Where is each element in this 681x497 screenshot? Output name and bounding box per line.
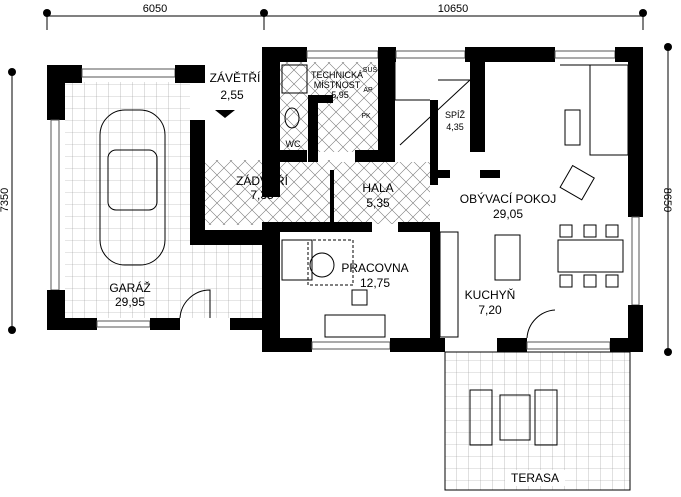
room-name-zavetri: ZÁVĚTŘÍ bbox=[210, 70, 261, 85]
technical-floor bbox=[280, 62, 380, 152]
room-name-zadveri: ZÁDVEŘÍ bbox=[236, 173, 289, 188]
dim-right: 8650 bbox=[661, 188, 673, 212]
staircase-line bbox=[399, 79, 471, 146]
room-area-kuchyn: 7,20 bbox=[478, 303, 502, 317]
room-name-pracovna: PRACOVNA bbox=[341, 261, 408, 275]
terrace-floor bbox=[444, 351, 631, 491]
walls bbox=[47, 47, 643, 352]
terrace-bench-left bbox=[469, 389, 493, 446]
sofa bbox=[281, 239, 313, 281]
room-name2-technicka: MÍSTNOST bbox=[314, 80, 361, 90]
terrace-bench-right bbox=[534, 389, 558, 446]
room-area-obyvaci: 29,05 bbox=[493, 207, 523, 221]
kitchen-island bbox=[494, 234, 521, 281]
dim-top-right: 10650 bbox=[438, 3, 469, 15]
round-table bbox=[309, 252, 335, 278]
room-area-spiz: 4,35 bbox=[446, 122, 464, 132]
garage-floor bbox=[65, 82, 190, 318]
desk bbox=[324, 314, 386, 338]
label-ap: AP bbox=[363, 87, 373, 94]
room-name-garaz: GARÁŽ bbox=[109, 280, 150, 295]
garage-floor-annex bbox=[190, 245, 262, 318]
hala-floor bbox=[330, 162, 430, 224]
room-name-technicka: TECHNICKÁ bbox=[311, 70, 363, 80]
dining-table bbox=[557, 239, 624, 273]
terrace-table bbox=[499, 394, 531, 441]
room-area-hala: 5,35 bbox=[366, 196, 390, 210]
toilet bbox=[284, 107, 300, 129]
car-outline bbox=[99, 109, 166, 266]
room-name-terasa: TERASA bbox=[511, 471, 559, 485]
room-name-obyvaci: OBÝVACÍ POKOJ bbox=[460, 191, 556, 206]
room-name-kuchyn: KUCHYŇ bbox=[465, 287, 516, 302]
room-name-hala: HALA bbox=[362, 181, 393, 195]
chair bbox=[351, 289, 368, 306]
room-area-technicka: 5,95 bbox=[331, 90, 349, 100]
room-name-wc: WC bbox=[286, 139, 301, 149]
kitchen-counter bbox=[439, 231, 459, 338]
room-area-zadveri: 7,35 bbox=[250, 188, 274, 202]
dim-left: 7350 bbox=[0, 188, 11, 212]
entrance-arrow-icon bbox=[215, 110, 235, 118]
dimension-lines bbox=[8, 9, 672, 356]
label-sus: SUŠ bbox=[363, 65, 378, 74]
furniture bbox=[99, 62, 629, 446]
room-area-wc: 1,65 bbox=[284, 150, 302, 160]
armchair bbox=[559, 164, 595, 201]
room-area-zavetri: 2,55 bbox=[220, 88, 244, 102]
dim-top-left: 6050 bbox=[143, 3, 167, 15]
shower-tray bbox=[281, 64, 308, 94]
room-name-spiz: SPÍŽ bbox=[445, 110, 466, 120]
room-area-garaz: 29,95 bbox=[115, 295, 145, 309]
label-pk: PK bbox=[361, 113, 371, 120]
room-area-pracovna: 12,75 bbox=[360, 276, 390, 290]
terrace-label-bg bbox=[505, 470, 565, 486]
